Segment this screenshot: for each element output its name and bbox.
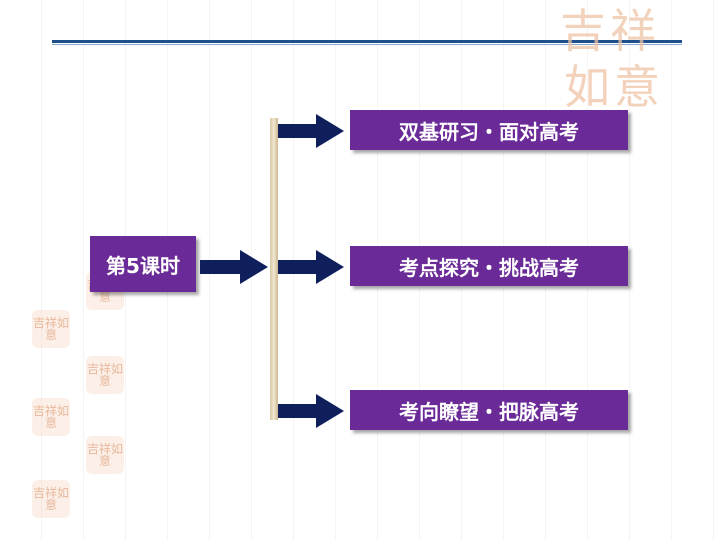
connector-arrow <box>200 250 268 284</box>
branch-arrow <box>278 114 344 148</box>
seal-stamp: 吉祥如意 <box>32 310 70 348</box>
branch-arrow <box>278 250 344 284</box>
root-node: 第5课时 <box>90 236 196 292</box>
seal-stamp: 吉祥如意 <box>32 480 70 518</box>
root-node-label: 第5课时 <box>106 253 180 278</box>
branch-arrow <box>278 394 344 428</box>
section-node-label: 考点探究・挑战高考 <box>399 255 579 280</box>
seal-stamp: 吉祥如意 <box>86 436 124 474</box>
section-node-3[interactable]: 考向瞭望・把脉高考 <box>350 390 628 430</box>
seal-watermark: 吉祥 如意 <box>560 4 664 114</box>
seal-stamp: 吉祥如意 <box>32 398 70 436</box>
section-node-label: 双基研习・面对高考 <box>399 119 579 144</box>
title-rule <box>52 40 682 45</box>
section-node-2[interactable]: 考点探究・挑战高考 <box>350 246 628 286</box>
section-node-label: 考向瞭望・把脉高考 <box>399 399 579 424</box>
bracket-bar <box>270 118 278 420</box>
section-node-1[interactable]: 双基研习・面对高考 <box>350 110 628 150</box>
seal-stamp: 吉祥如意 <box>86 356 124 394</box>
